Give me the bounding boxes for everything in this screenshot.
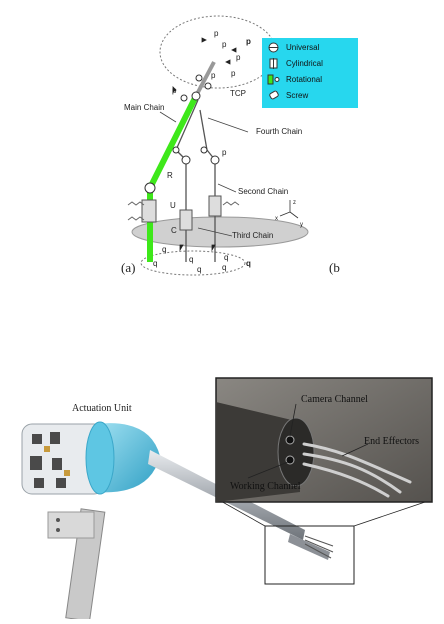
label-axis-z: z xyxy=(293,200,296,206)
kinematic-diagram: Main Chain Fourth Chain Second Chain Thi… xyxy=(0,0,444,300)
rotational-joint-2 xyxy=(210,155,220,165)
inset-end-effectors xyxy=(302,442,412,498)
label-p2-top: p xyxy=(172,86,177,95)
main-chain-tip xyxy=(194,61,216,97)
label-q3: q xyxy=(197,265,201,274)
label-p3: p xyxy=(214,29,219,38)
cylindrical-joint-icon xyxy=(269,58,278,69)
base-platform xyxy=(131,216,309,248)
zoom-region xyxy=(264,525,355,585)
kinematic-diagram-svg: Main Chain Fourth Chain Second Chain Thi… xyxy=(124,15,309,276)
label-q1: q xyxy=(153,259,157,268)
fourth-chain-link xyxy=(175,99,199,151)
camera-channel-port xyxy=(285,435,295,445)
label-q: q xyxy=(246,259,251,268)
label-u: U xyxy=(170,201,176,210)
legend-universal: Universal xyxy=(286,43,320,52)
cylinder-u xyxy=(141,199,157,223)
robot-photo-svg: Actuation Unit Camera Channel End Effect… xyxy=(21,377,433,622)
label-working-channel: Working Channel xyxy=(230,481,301,492)
label-second-chain: Second Chain xyxy=(238,187,288,196)
rotational-joint-1 xyxy=(181,155,191,165)
label-p1: p xyxy=(231,69,236,78)
robot-photo: Actuation Unit Camera Channel End Effect… xyxy=(0,360,444,622)
label-axis-y: y xyxy=(300,222,303,228)
label-p1-top: p xyxy=(211,71,216,80)
label-third-chain: Third Chain xyxy=(232,231,273,240)
label-axis-x: x xyxy=(275,216,278,222)
working-channel-port xyxy=(285,455,295,465)
universal-joint xyxy=(144,182,156,194)
label-main-chain: Main Chain xyxy=(124,103,164,112)
mounting-clamp xyxy=(47,511,95,539)
label-p5: p xyxy=(222,148,227,157)
cylinder-c xyxy=(179,209,193,231)
end-effector-tips xyxy=(304,535,334,559)
legend-cylindrical: Cylindrical xyxy=(286,59,323,68)
label-q5: q xyxy=(189,255,193,264)
rotational-joint-icon xyxy=(267,74,280,85)
motor-assemblies xyxy=(30,432,66,488)
label-end-effectors: End Effectors xyxy=(364,436,419,447)
panel-label-b: (b xyxy=(329,260,340,275)
label-tcp: TCP xyxy=(230,89,246,98)
input-region-ellipse xyxy=(140,250,246,276)
main-chain-upper xyxy=(147,94,199,190)
label-p2: p xyxy=(236,53,241,62)
label-actuation-unit: Actuation Unit xyxy=(72,403,132,414)
label-q4: q xyxy=(162,245,166,254)
cylinder-second xyxy=(208,195,222,217)
legend-rotational: Rotational xyxy=(286,75,323,84)
universal-joint-icon xyxy=(268,42,279,53)
label-q2: q xyxy=(222,263,226,272)
label-r: R xyxy=(167,171,173,180)
screw-joint-icon xyxy=(269,90,279,100)
joint-legend: Universal Cylindrical Rotational Screw xyxy=(262,38,358,108)
label-p4: p xyxy=(222,40,227,49)
label-camera-channel: Camera Channel xyxy=(301,394,368,405)
legend-screw: Screw xyxy=(286,91,309,100)
panel-label-a: (a) xyxy=(121,260,136,275)
workspace-ellipse-top xyxy=(159,15,277,89)
tcp-joint xyxy=(191,91,201,101)
label-p: p xyxy=(246,37,251,46)
label-fourth-chain: Fourth Chain xyxy=(256,127,302,136)
label-c: C xyxy=(171,226,177,235)
label-q6: q xyxy=(224,253,228,262)
